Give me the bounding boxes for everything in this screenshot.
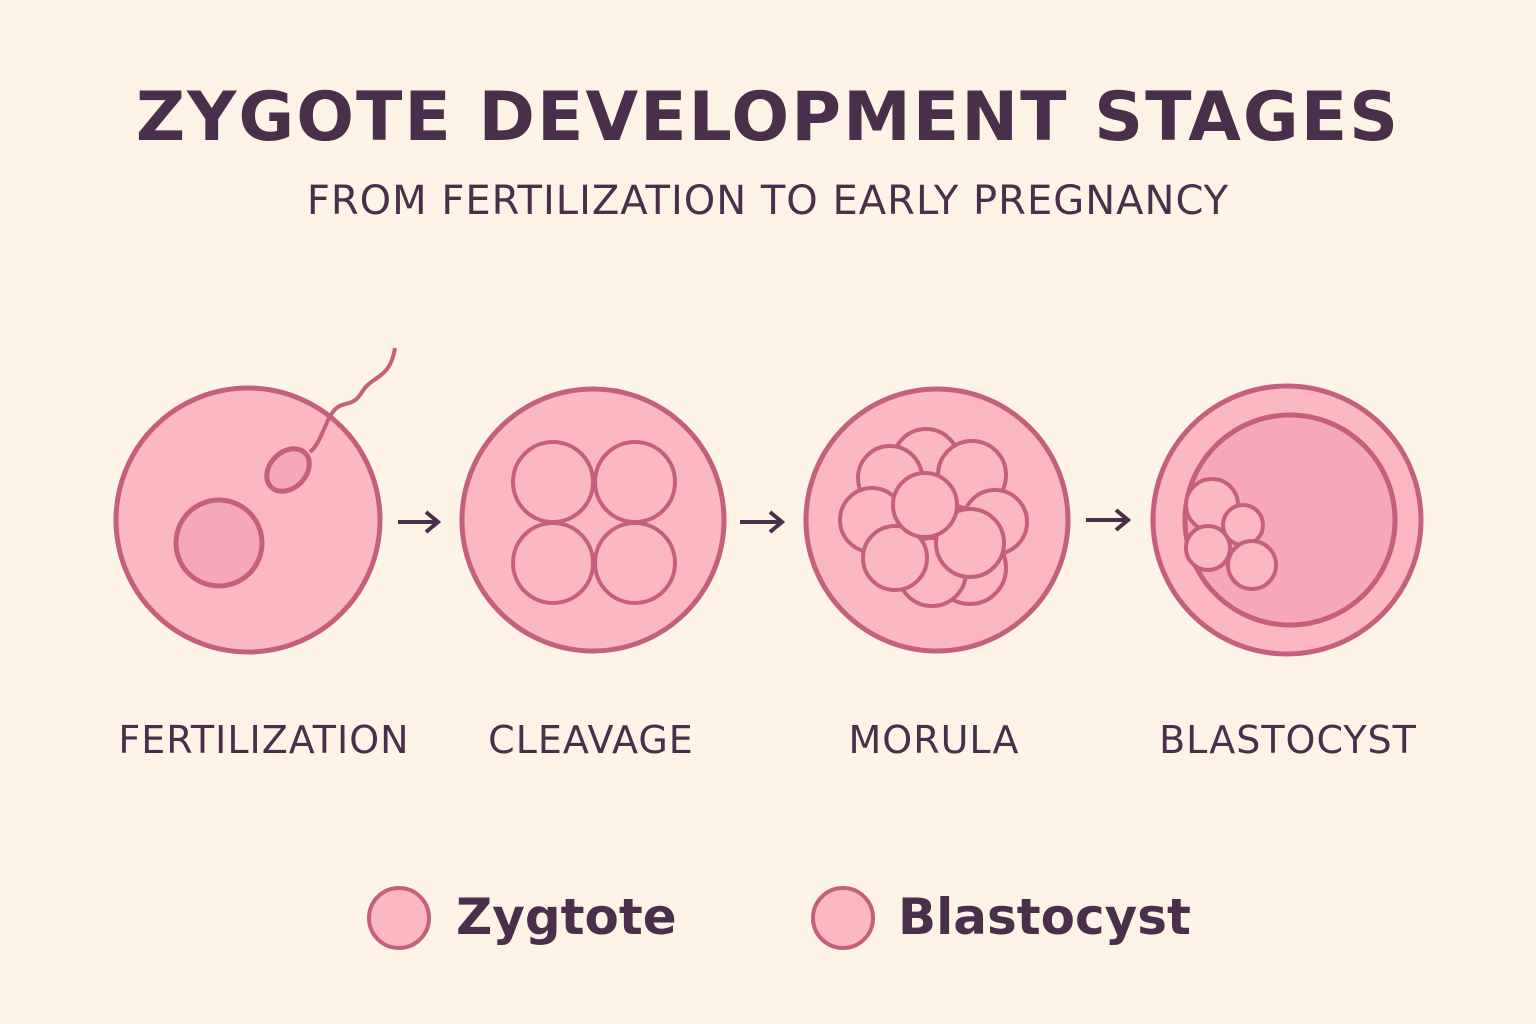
arrow-icon bbox=[1086, 508, 1132, 532]
fertilization-cell-icon bbox=[113, 347, 397, 655]
stage-label-cleavage: CLEAVAGE bbox=[488, 718, 694, 762]
stage-label-blastocyst: BLASTOCYST bbox=[1159, 718, 1417, 762]
blastocyst-cell-icon bbox=[1150, 383, 1424, 657]
morula-cell-icon bbox=[803, 386, 1071, 654]
stage-label-morula: MORULA bbox=[848, 718, 1020, 762]
arrow-icon bbox=[740, 510, 786, 534]
cleavage-cell-icon bbox=[459, 386, 727, 654]
stage-label-fertilization: FERTILIZATION bbox=[118, 718, 410, 762]
legend-swatch-blastocyst bbox=[811, 886, 875, 950]
legend-label-zygote: Zygtote bbox=[456, 888, 677, 946]
arrow-icon bbox=[398, 510, 442, 534]
page-subtitle: FROM FERTILIZATION TO EARLY PREGNANCY bbox=[306, 178, 1230, 224]
legend-swatch-zygote bbox=[367, 886, 431, 950]
page-title: ZYGOTE DEVELOPMENT STAGES bbox=[135, 78, 1401, 157]
legend-label-blastocyst: Blastocyst bbox=[898, 888, 1191, 946]
